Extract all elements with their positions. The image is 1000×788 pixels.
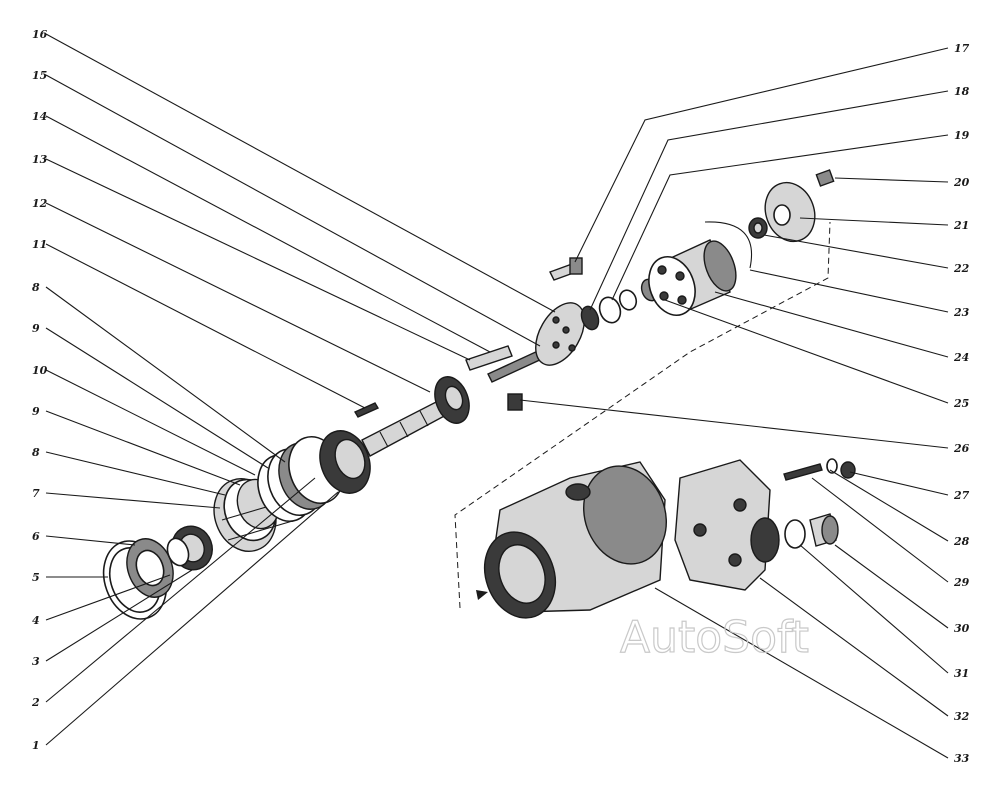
part-plate-16: [535, 302, 585, 366]
part-bolt-17: [549, 257, 583, 281]
part-bolt-29: [783, 458, 856, 481]
leader-line-right: [829, 469, 949, 542]
part-cover-6: [126, 538, 174, 598]
leader-line-right: [611, 134, 949, 301]
part-shaft-12: [361, 376, 470, 457]
leader-line-right: [834, 544, 949, 629]
leader-line-left: [45, 569, 193, 662]
leader-line-right: [519, 399, 949, 449]
part-pins-13-14: [465, 345, 545, 411]
label-right-25: 25: [953, 397, 969, 410]
label-left-2: 15: [32, 69, 47, 82]
leader-line-left: [45, 158, 471, 361]
leader-line-right: [849, 471, 949, 496]
label-left-7: 8: [32, 281, 40, 294]
label-right-20: 20: [953, 176, 970, 189]
label-left-16: 3: [32, 655, 40, 668]
part-hub-1: [319, 430, 371, 494]
label-right-18: 18: [954, 85, 970, 98]
leader-line-right: [763, 234, 949, 269]
leader-line-left: [45, 451, 226, 496]
label-left-6: 11: [32, 238, 47, 251]
label-right-28: 28: [953, 535, 970, 548]
leader-line-left: [45, 491, 339, 746]
part-bearing-3: [166, 525, 213, 571]
leader-line-left: [45, 74, 541, 347]
left-label-column: 16 15 14 13 12 11 8 9 10 9 8 7 6 5 4 3 2…: [31, 28, 48, 752]
part-plug-20: [815, 169, 835, 187]
leader-line-right: [799, 217, 949, 226]
leader-line-left: [45, 369, 256, 476]
label-right-32: 32: [954, 710, 970, 723]
label-left-17: 2: [31, 696, 40, 709]
label-right-27: 27: [953, 489, 970, 502]
leader-line-left: [45, 286, 286, 463]
leader-line-right: [574, 47, 949, 263]
label-right-19: 19: [954, 129, 970, 142]
assembly-axis-line: [454, 221, 831, 609]
label-left-5: 12: [32, 197, 48, 210]
leader-line-left: [45, 243, 366, 409]
label-left-4: 13: [32, 153, 48, 166]
watermark: AutoSoft: [620, 612, 809, 663]
leader-line-left: [45, 574, 171, 621]
label-left-3: 14: [32, 110, 47, 123]
label-left-15: 4: [32, 614, 40, 627]
leader-line-left: [45, 33, 556, 313]
label-left-9: 10: [32, 364, 48, 377]
label-left-13: 6: [32, 530, 40, 543]
label-right-23: 23: [953, 306, 970, 319]
part-cover-32: [674, 459, 780, 591]
leader-line-right: [759, 577, 949, 717]
leader-line-right: [664, 299, 949, 404]
part-snap-ring-23: [704, 221, 752, 269]
label-right-33: 33: [954, 752, 970, 765]
part-nut-22: [748, 217, 768, 239]
label-left-1: 16: [32, 28, 48, 41]
leader-line-right: [749, 269, 949, 313]
label-left-14: 5: [32, 571, 40, 584]
leader-line-right: [799, 544, 949, 674]
leader-line-right: [654, 587, 949, 759]
label-right-26: 26: [953, 442, 970, 455]
right-label-column: 17 18 19 20 21 22 23 24 25 26 27 28 29 3…: [953, 42, 970, 765]
leader-line-right: [714, 291, 949, 358]
label-left-8: 9: [32, 322, 40, 335]
part-flange-21: [764, 181, 816, 243]
label-right-30: 30: [954, 622, 970, 635]
label-right-21: 21: [953, 219, 969, 232]
part-pin-11: [353, 402, 380, 418]
label-right-22: 22: [953, 262, 970, 275]
leader-line-right: [834, 177, 949, 183]
label-left-11: 8: [32, 446, 40, 459]
part-housing-33: [483, 461, 667, 619]
leader-lines: [45, 33, 949, 759]
label-right-24: 24: [953, 351, 969, 364]
leader-line-right: [589, 90, 949, 311]
label-right-31: 31: [954, 667, 969, 680]
leader-line-right: [811, 477, 949, 583]
leader-line-left: [45, 202, 431, 393]
part-plug-31: [784, 513, 839, 549]
label-right-29: 29: [953, 576, 970, 589]
leader-line-left: [45, 115, 491, 353]
leader-line-left: [45, 492, 221, 509]
part-cylinder-24: [648, 239, 737, 316]
label-left-10: 9: [32, 405, 40, 418]
axis-arrowhead: [476, 590, 488, 600]
leader-line-left: [45, 410, 241, 486]
leader-line-left: [45, 477, 316, 703]
leader-line-left: [45, 535, 136, 546]
label-left-18: 1: [32, 739, 40, 752]
label-left-12: 7: [32, 487, 40, 500]
label-right-17: 17: [954, 42, 970, 55]
leader-line-left: [45, 327, 269, 469]
